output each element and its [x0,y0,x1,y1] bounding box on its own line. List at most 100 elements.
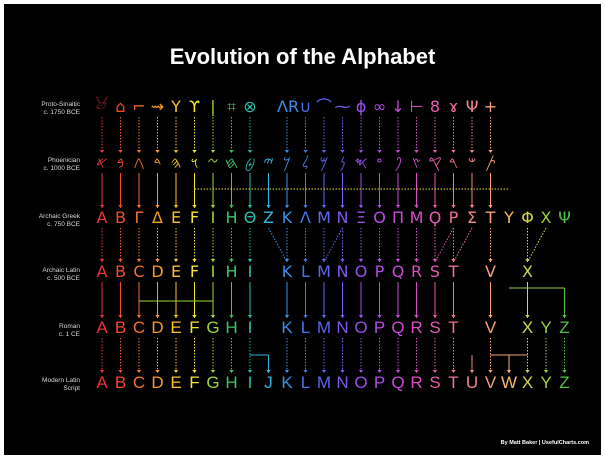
glyph-phoenician: 𐤍 [339,153,346,172]
arrow-head-icon [395,370,401,373]
glyph-archaic-greek: Ν [336,208,349,227]
glyph-archaic-greek: Χ [540,208,552,227]
glyph-modern-latin: M [316,373,332,392]
arrow-head-icon [247,150,253,153]
arrow-head-icon [303,150,308,153]
arrow-head-icon [451,370,456,373]
arrow-head-icon [284,370,290,373]
arrow-head-icon [377,205,382,208]
arrow-head-icon [506,370,512,373]
row-label-proto-sinaitic: Proto-Sinaitic c. 1750 BCE [14,101,80,117]
glyph-phoenician: 𐤌 [319,153,329,172]
arrow-head-icon [229,150,234,153]
arrow-head-icon [451,205,456,208]
arrow-head-icon [99,259,105,262]
glyph-archaic-greek: Ε [170,208,182,227]
glyph-roman: C [132,318,146,337]
glyph-archaic-greek: Β [115,208,126,227]
glyph-roman: T [448,318,459,337]
glyph-archaic-greek: Ι [210,208,216,227]
arrow-head-icon [99,315,105,318]
arrow-head-icon [358,205,364,208]
glyph-archaic-latin: A [96,262,108,281]
glyph-roman: S [429,318,441,337]
arrow-head-icon [284,205,290,208]
glyph-phoenician: 𐤏 [376,153,383,172]
arrow-head-icon [247,370,253,373]
arrow-head-icon [155,370,160,373]
arrow-head-icon [229,205,234,208]
glyph-phoenician: 𐤐 [394,153,402,172]
glyph-roman: Z [559,318,570,337]
glyph-archaic-greek: Ο [373,208,386,227]
row-label-name: Proto-Sinaitic [41,101,80,108]
arrow-head-icon [303,370,308,373]
glyph-archaic-latin: V [485,262,496,281]
glyph-archaic-latin: M [317,262,331,281]
glyph-proto-sinaitic: ∪ [299,97,312,116]
glyph-roman: M [316,318,332,337]
glyph-roman: O [354,318,368,337]
lineage-diagonal [268,227,288,263]
glyph-modern-latin: O [354,373,368,392]
glyph-archaic-greek: Ξ [355,208,367,227]
glyph-archaic-latin: E [170,262,182,281]
arrow-head-icon [303,205,308,208]
glyph-archaic-latin: N [336,262,349,281]
arrow-head-icon [414,315,419,318]
arrow-head-icon [229,370,234,373]
alphabet-evolution-poster: Evolution of the Alphabet Proto-Sinaitic… [4,4,601,455]
glyph-phoenician: 𐤄 [170,153,182,172]
arrow-head-icon [210,259,216,262]
glyph-phoenician: 𐤕 [485,153,496,172]
glyph-modern-latin: U [465,373,479,392]
arrow-head-icon [155,315,160,318]
glyph-roman: A [96,318,108,337]
glyph-roman: F [189,318,200,337]
glyph-archaic-greek: Μ [317,208,331,227]
arrow-head-icon [321,150,327,153]
arrow-head-icon [414,150,419,153]
glyph-modern-latin: E [170,373,182,392]
arrow-head-icon [229,315,234,318]
glyph-archaic-latin: H [225,262,238,281]
glyph-roman: E [170,318,182,337]
arrow-head-icon [488,259,493,262]
row-label-date: c. 1750 BCE [43,109,81,116]
arrow-head-icon [118,205,123,208]
glyph-archaic-greek: Α [96,208,108,227]
glyph-modern-latin: I [247,373,253,392]
glyph-modern-latin: T [448,373,459,392]
arrow-head-icon [358,150,364,153]
arrow-head-icon [395,150,401,153]
arrow-head-icon [99,150,105,153]
glyph-phoenician: 𐤓 [448,153,459,172]
glyph-proto-sinaitic: ɤ [448,97,459,116]
arrow-head-icon [118,150,123,153]
glyph-modern-latin: F [189,373,200,392]
glyph-modern-latin: B [114,373,127,392]
row-label-date: c. 1000 BCE [43,165,81,172]
glyph-modern-latin: X [521,373,534,392]
glyph-modern-latin: Y [540,373,552,392]
arrow-head-icon [284,150,290,153]
glyph-proto-sinaitic: ⌒ [315,97,332,116]
arrow-head-icon [136,150,142,153]
arrow-head-icon [155,205,160,208]
arrow-head-icon [247,205,253,208]
glyph-archaic-latin: O [354,262,368,281]
arrow-head-icon [136,259,142,262]
arrow-head-icon [488,205,493,208]
glyph-modern-latin: C [132,373,146,392]
arrow-head-icon [118,315,123,318]
arrow-head-icon [469,150,475,153]
glyph-roman: N [336,318,349,337]
row-label-name: Modern Latin [42,377,80,384]
glyph-modern-latin: A [96,373,108,392]
arrow-head-icon [173,315,179,318]
arrow-head-icon [488,370,493,373]
glyph-proto-sinaitic: Ψ [465,97,479,116]
arrow-head-icon [99,205,105,208]
arrow-head-icon [229,259,234,262]
glyph-modern-latin: V [484,373,497,392]
